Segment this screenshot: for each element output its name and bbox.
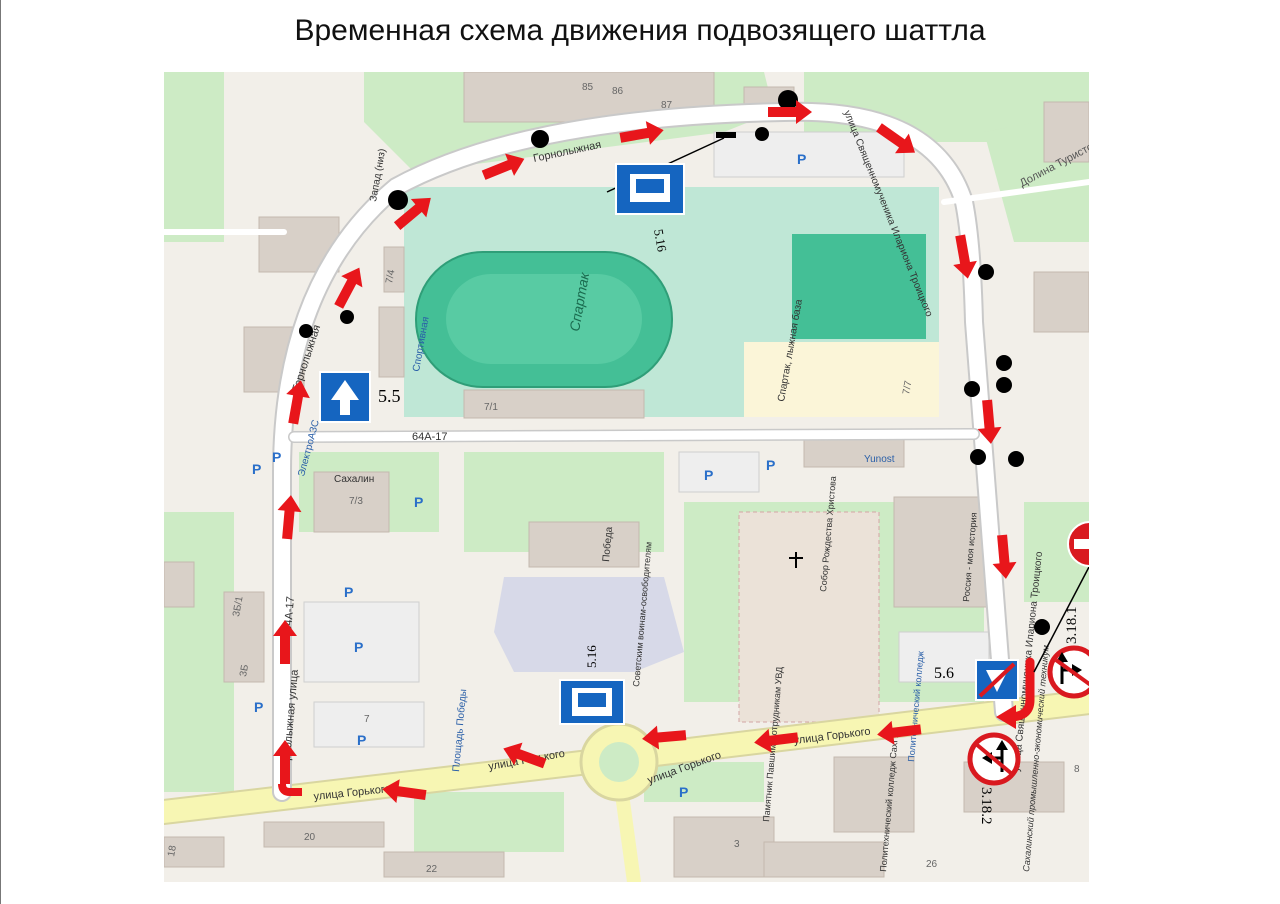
building-number: 3 bbox=[734, 839, 740, 850]
parking-icon: P bbox=[344, 584, 353, 600]
roundabout-center bbox=[599, 742, 639, 782]
no-entry-sign bbox=[1033, 521, 1089, 673]
monument-plaza bbox=[494, 577, 684, 672]
parking-icon: P bbox=[704, 467, 713, 483]
cathedral-grounds bbox=[738, 511, 880, 723]
page-title: Временная схема движения подвозящего шат… bbox=[294, 14, 986, 47]
sign-code-5-5: 5.5 bbox=[378, 386, 401, 406]
stop-dots bbox=[299, 90, 1050, 635]
route-arrows bbox=[273, 100, 1035, 804]
parking-icon: P bbox=[679, 784, 688, 800]
sign-code-3-18-2: 3.18.2 bbox=[978, 787, 994, 825]
building-number: 7/4 bbox=[384, 268, 397, 284]
sign-bus-stop-top: 5.16 bbox=[606, 137, 725, 254]
sign-code-5-16-bottom: 5.16 bbox=[584, 645, 599, 668]
sign-no-left-turn: 3.18.2 bbox=[967, 732, 1021, 825]
sign-end-one-way: 5.6 bbox=[934, 659, 1019, 701]
ski-field bbox=[792, 234, 926, 339]
building-number: 3Б/1 bbox=[231, 595, 245, 617]
road-code-label: 64А-17 bbox=[412, 431, 447, 443]
building-number: 20 bbox=[304, 832, 316, 843]
building-number: 3Б bbox=[238, 663, 251, 677]
parking-icon: P bbox=[354, 639, 363, 655]
building-number: 18 bbox=[166, 844, 179, 857]
building-number: 8 bbox=[1074, 764, 1080, 775]
parking-lots bbox=[303, 131, 990, 748]
building-number: 7/7 bbox=[901, 379, 914, 395]
sign-one-way: 5.5 bbox=[319, 371, 401, 423]
poi-label-sakhalin: Сахалин bbox=[334, 474, 374, 485]
frame-line bbox=[0, 0, 1, 904]
route-map: Горнолыжная Горнолыжная Горнолыжная улиц… bbox=[164, 72, 1089, 882]
building-number: 87 bbox=[661, 100, 673, 111]
cathedral-cross-icon bbox=[789, 552, 803, 568]
parking-icon: P bbox=[797, 151, 806, 167]
parking-icon: P bbox=[272, 449, 281, 465]
parking-icon: P bbox=[252, 461, 261, 477]
sign-code-5-6: 5.6 bbox=[934, 665, 954, 682]
parking-icon: P bbox=[357, 732, 366, 748]
building-number: 7 bbox=[364, 714, 370, 725]
building-number: 7/1 bbox=[484, 402, 498, 413]
poi-label-yunost: Yunost bbox=[864, 454, 895, 465]
parking-icon: P bbox=[766, 457, 775, 473]
parking-icon: P bbox=[414, 494, 423, 510]
stadium-inner bbox=[446, 274, 642, 364]
building-number: 22 bbox=[426, 864, 438, 875]
parking-icon: P bbox=[254, 699, 263, 715]
poi-label-pobeda: Победа bbox=[600, 526, 615, 562]
sign-code-3-18-1: 3.18.1 bbox=[1064, 607, 1080, 645]
building-number: 86 bbox=[612, 86, 624, 97]
ski-base-zone bbox=[744, 342, 939, 417]
building-number: 26 bbox=[926, 859, 938, 870]
sign-code-5-16-top: 5.16 bbox=[651, 228, 670, 254]
sign-no-right-turn: 3.18.1 bbox=[1047, 607, 1089, 699]
sign-bus-stop-bottom: 5.16 bbox=[559, 645, 625, 725]
building-number: 85 bbox=[582, 82, 594, 93]
building-number: 7/3 bbox=[349, 496, 363, 507]
